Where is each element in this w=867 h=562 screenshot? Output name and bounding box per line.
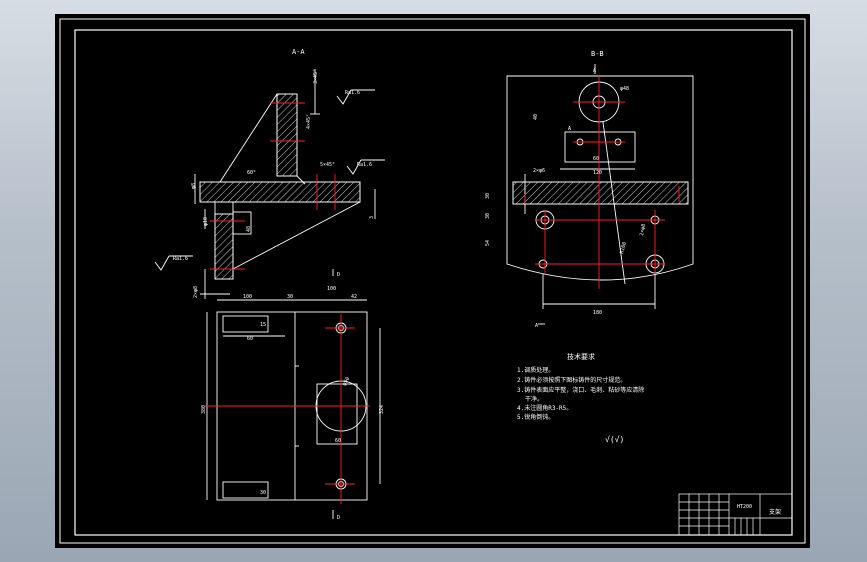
bb-dim-2: 40 bbox=[533, 114, 539, 120]
bb-dim-5: 120 bbox=[593, 170, 602, 176]
roughness-label-3: Ra1.6 bbox=[173, 256, 188, 262]
section-aa-view: A-A bbox=[154, 48, 385, 299]
tech-req-item-3: 3.铸件表面应平整，浇口、毛刺、粘砂等应清除 bbox=[517, 386, 644, 394]
tech-req-item-1: 1.调质处理。 bbox=[517, 366, 554, 374]
technical-requirements: 技术要求 1.调质处理。 2.铸件必须按照下图标铸件的尺寸规范。 3.铸件表面应… bbox=[517, 352, 644, 444]
tech-req-item-4: 干净。 bbox=[525, 395, 543, 403]
bb-dim-7: 30 bbox=[485, 213, 491, 219]
dim-aa-2: 4×45° bbox=[306, 114, 312, 129]
roughness-label-1: Ra1.6 bbox=[345, 90, 360, 96]
bb-dim-1: φ48 bbox=[620, 86, 629, 92]
plan-view bbox=[206, 269, 381, 519]
angle-label: 60° bbox=[247, 170, 256, 176]
tech-req-item-2: 2.铸件必须按照下图标铸件的尺寸规范。 bbox=[517, 376, 626, 384]
plan-dim-2: 30 bbox=[287, 294, 293, 300]
dim-aa-6: 48 bbox=[246, 226, 252, 232]
section-bb-labels: A A A φ48 40 2×φ6 60 120 30 30 54 R100 1… bbox=[485, 68, 647, 329]
surface-roughness-symbol: √(√) bbox=[605, 435, 624, 444]
plan-view-labels: D D 100 30 100 42 15 60 380 324 φ50 60 3… bbox=[201, 272, 385, 521]
section-aa-labels: 60° Ra1.6 Ra1.6 Ra1.6 3×45° 4×45° 5×45° … bbox=[173, 69, 375, 298]
section-bb-centerlines bbox=[524, 76, 680, 289]
plan-dim-8: 324 bbox=[379, 405, 385, 414]
drawing-canvas: A-A bbox=[59, 18, 806, 544]
dim-aa-1: 3×45° bbox=[313, 69, 319, 84]
plan-dim-6: 60 bbox=[247, 336, 253, 342]
dim-aa-8: 3 bbox=[369, 216, 375, 219]
bb-mark-top: A bbox=[593, 68, 596, 74]
bb-dim-9: R100 bbox=[619, 241, 628, 254]
dim-aa-7: 2×φ8 bbox=[193, 286, 199, 298]
plan-dim-5: 15 bbox=[260, 322, 266, 328]
plan-mark-top: D bbox=[337, 272, 340, 278]
plan-dim-9: φ50 bbox=[342, 376, 352, 387]
plan-dim-10: 60 bbox=[335, 438, 341, 444]
plan-dim-4: 42 bbox=[351, 294, 357, 300]
inner-frame bbox=[74, 29, 793, 536]
outer-frame bbox=[59, 18, 806, 544]
drawing-sheet: A-A bbox=[55, 14, 810, 548]
bb-dim-10: 180 bbox=[593, 310, 602, 316]
tech-req-item-6: 5.锐角倒钝。 bbox=[517, 413, 554, 421]
dim-aa-5: φ10 bbox=[203, 217, 209, 226]
plan-dim-1: 100 bbox=[243, 294, 252, 300]
bb-dim-11: 2×φ8 bbox=[639, 223, 647, 236]
roughness-label-2: Ra1.6 bbox=[357, 162, 372, 168]
bb-dim-3: 2×φ6 bbox=[533, 168, 545, 174]
plan-mark-bottom: D bbox=[337, 515, 340, 521]
tech-req-item-5: 4.未注圆角R3-R5。 bbox=[517, 404, 572, 412]
title-block-part-name: 支架 bbox=[769, 508, 781, 516]
section-aa-title: A-A bbox=[292, 48, 305, 56]
title-block-material: HT200 bbox=[737, 504, 752, 510]
dim-aa-4: φ8 bbox=[191, 183, 197, 189]
bb-inner-mark: A bbox=[568, 126, 571, 132]
dim-aa-3: 5×45° bbox=[320, 162, 335, 168]
bb-dim-8: 54 bbox=[485, 240, 491, 246]
title-block bbox=[678, 493, 793, 536]
plan-dim-7: 380 bbox=[201, 405, 207, 414]
title-block-labels: HT200 支架 bbox=[737, 504, 781, 516]
plan-dim-3: 100 bbox=[327, 286, 336, 292]
section-aa-centerlines bbox=[210, 102, 336, 270]
tech-req-title: 技术要求 bbox=[567, 352, 595, 361]
bb-mark-bottom: A bbox=[535, 323, 538, 329]
plan-dim-11: 30 bbox=[260, 490, 266, 496]
plan-view-centerlines bbox=[205, 314, 370, 504]
bb-dim-6: 30 bbox=[485, 193, 491, 199]
bb-dim-4: 60 bbox=[593, 156, 599, 162]
section-bb-view: B-B bbox=[506, 50, 694, 325]
section-bb-title: B-B bbox=[591, 50, 604, 58]
